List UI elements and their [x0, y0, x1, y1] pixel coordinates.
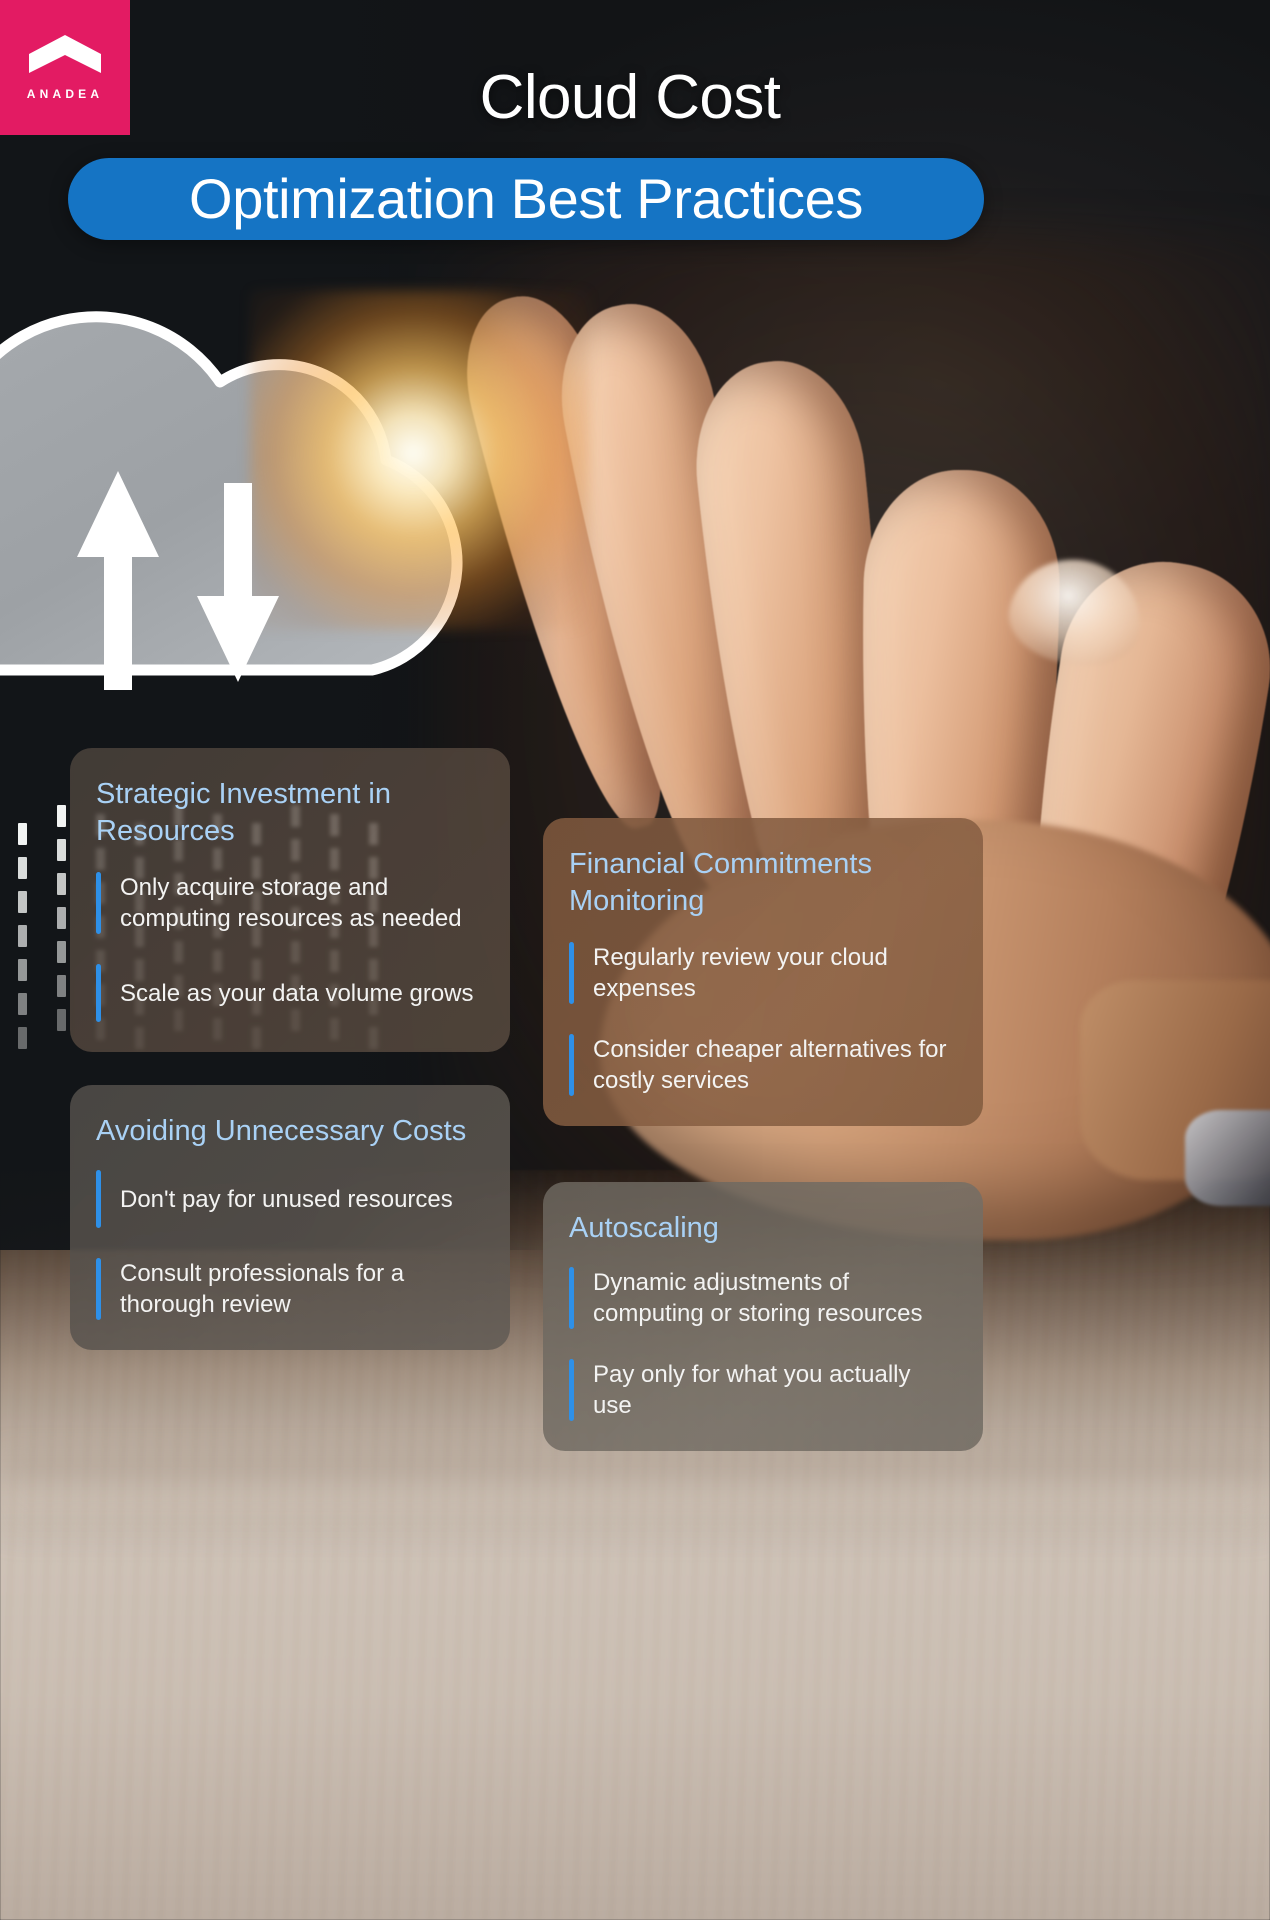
card-bullet-list: Regularly review your cloud expenses Con…: [569, 942, 953, 1096]
wristwatch: [1185, 1110, 1270, 1206]
bullet-text: Only acquire storage and computing resou…: [120, 874, 462, 932]
page-subtitle: Optimization Best Practices: [189, 167, 863, 230]
list-item: Only acquire storage and computing resou…: [96, 872, 480, 934]
list-item: Dynamic adjustments of computing or stor…: [569, 1267, 953, 1329]
brand-logo-tile[interactable]: ANADEA: [0, 0, 130, 135]
card-strategic-investment[interactable]: Strategic Investment in Resources Only a…: [70, 748, 510, 1052]
bullet-text: Scale as your data volume grows: [120, 979, 474, 1007]
list-item: Pay only for what you actually use: [569, 1359, 953, 1421]
data-stream-dash: [18, 823, 27, 845]
bullet-text: Consider cheaper alternatives for costly…: [593, 1036, 947, 1094]
list-item: Consider cheaper alternatives for costly…: [569, 1034, 953, 1096]
bullet-accent-bar: [96, 964, 101, 1022]
data-stream-dash: [57, 805, 66, 827]
card-bullet-list: Only acquire storage and computing resou…: [96, 872, 480, 1022]
cloud-illustration: [0, 250, 600, 1049]
arrow-down-icon: [197, 483, 279, 682]
bullet-accent-bar: [569, 1034, 574, 1096]
page-title: Cloud Cost: [479, 63, 781, 132]
bullet-text: Dynamic adjustments of computing or stor…: [593, 1269, 923, 1327]
bullet-accent-bar: [569, 942, 574, 1004]
data-stream-dash: [57, 873, 66, 895]
bullet-text: Don't pay for unused resources: [120, 1185, 453, 1213]
data-stream-column: [57, 805, 66, 1031]
bullet-accent-bar: [569, 1359, 574, 1421]
anadea-chevron-logo-icon: [29, 34, 101, 73]
card-title: Avoiding Unnecessary Costs: [96, 1115, 467, 1147]
card-avoiding-unnecessary-costs[interactable]: Avoiding Unnecessary Costs Don't pay for…: [70, 1085, 510, 1350]
bullet-accent-bar: [96, 1170, 101, 1228]
list-item: Scale as your data volume grows: [96, 964, 480, 1022]
bullet-accent-bar: [96, 872, 101, 934]
list-item: Regularly review your cloud expenses: [569, 942, 953, 1004]
card-bullet-list: Don't pay for unused resources Consult p…: [96, 1170, 480, 1320]
light-flare-icon: [250, 290, 590, 630]
data-stream-dash: [18, 925, 27, 947]
data-stream-dash: [18, 1027, 27, 1049]
data-stream-dash: [57, 941, 66, 963]
bullet-accent-bar: [96, 1258, 101, 1320]
card-title: Autoscaling: [569, 1212, 719, 1244]
data-stream-column: [18, 805, 27, 1049]
page-subtitle-banner: Optimization Best Practices: [68, 158, 984, 240]
background-table-edge: [0, 1455, 1270, 1535]
list-item: Don't pay for unused resources: [96, 1170, 480, 1228]
bullet-text: Consult professionals for a thorough rev…: [120, 1260, 405, 1318]
data-stream-dash: [57, 975, 66, 997]
card-autoscaling[interactable]: Autoscaling Dynamic adjustments of compu…: [543, 1182, 983, 1451]
data-stream-dash: [18, 891, 27, 913]
data-stream-dash: [18, 993, 27, 1015]
bullet-accent-bar: [569, 1267, 574, 1329]
list-item: Consult professionals for a thorough rev…: [96, 1258, 480, 1320]
arrow-up-icon: [77, 471, 159, 690]
brand-name: ANADEA: [26, 86, 104, 101]
data-stream-dash: [18, 959, 27, 981]
card-financial-commitments[interactable]: Financial Commitments Monitoring Regular…: [543, 818, 983, 1126]
bullet-text: Pay only for what you actually use: [593, 1361, 911, 1419]
data-stream-dash: [57, 907, 66, 929]
card-title: Strategic Investment in Resources: [96, 778, 391, 847]
data-stream-dash: [18, 857, 27, 879]
bullet-text: Regularly review your cloud expenses: [593, 944, 888, 1002]
data-stream-dash: [57, 1009, 66, 1031]
card-bullet-list: Dynamic adjustments of computing or stor…: [569, 1267, 953, 1421]
card-title: Financial Commitments Monitoring: [569, 848, 872, 917]
data-stream-dash: [57, 839, 66, 861]
